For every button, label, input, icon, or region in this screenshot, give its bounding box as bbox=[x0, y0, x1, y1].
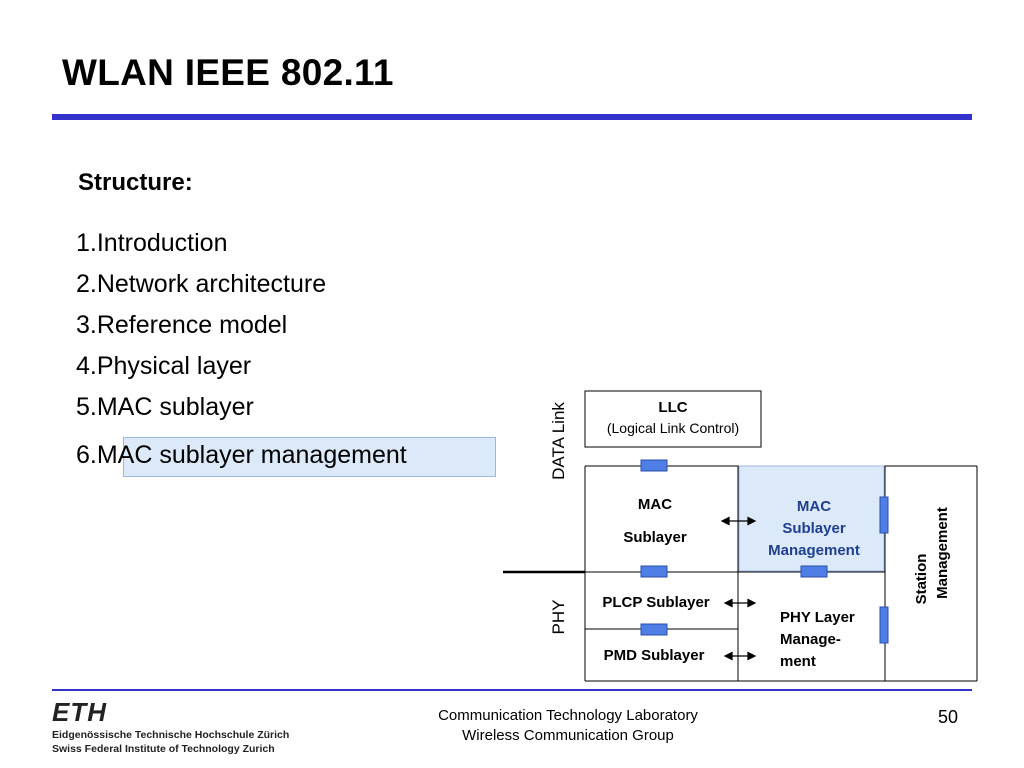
plcp-label: PLCP Sublayer bbox=[602, 594, 709, 611]
section-heading: Structure: bbox=[78, 169, 193, 196]
page-number: 50 bbox=[938, 707, 959, 727]
institution-name-english: Swiss Federal Institute of Technology Zu… bbox=[52, 743, 275, 755]
toc-item-introduction: 1.Introduction bbox=[76, 229, 228, 257]
reference-model-diagram: DATA Link PHY LLC (Logical Link Control)… bbox=[503, 390, 978, 682]
llc-subtitle: (Logical Link Control) bbox=[607, 420, 739, 436]
slide-title: WLAN IEEE 802.11 bbox=[62, 52, 394, 93]
eth-logo: ETH bbox=[52, 700, 107, 724]
arrow-mac-mgmt-left-head bbox=[720, 516, 730, 526]
arrow-plcp-mgmt-left-head bbox=[723, 598, 733, 608]
arrow-plcp-mgmt-right-head bbox=[747, 598, 757, 608]
llc-title: LLC bbox=[658, 399, 687, 416]
toc-item-label: 6.MAC sublayer management bbox=[76, 441, 407, 469]
footer-divider bbox=[52, 689, 972, 691]
toc-item-mac-sublayer-management: 6.MAC sublayer management bbox=[76, 437, 496, 477]
footer-group: Wireless Communication Group bbox=[462, 727, 674, 744]
sap-plcp-pmd bbox=[640, 623, 668, 636]
eth-logo-text: ETH bbox=[52, 700, 107, 724]
phy-label: PHY bbox=[549, 600, 568, 635]
mac-mgmt-line3: Management bbox=[768, 542, 860, 559]
sap-mac-mgmt-phy-mgmt bbox=[800, 565, 828, 578]
toc-item-mac-sublayer: 5.MAC sublayer bbox=[76, 393, 254, 421]
station-mgmt-line1: Station bbox=[913, 554, 930, 605]
sap-station-phy-mgmt bbox=[879, 606, 889, 644]
toc-item-network-architecture: 2.Network architecture bbox=[76, 270, 327, 298]
phy-mgmt-line2: Manage- bbox=[780, 631, 841, 648]
institution-name-german: Eidgenössische Technische Hochschule Zür… bbox=[52, 729, 290, 741]
arrow-pmd-mgmt-right-head bbox=[747, 651, 757, 661]
phy-mgmt-line1: PHY Layer bbox=[780, 609, 855, 626]
toc-item-physical-layer: 4.Physical layer bbox=[76, 352, 252, 380]
mac-management-box bbox=[738, 465, 885, 572]
arrow-mac-mgmt-right-head bbox=[747, 516, 757, 526]
mac-mgmt-line2: Sublayer bbox=[782, 520, 846, 537]
phy-mgmt-line3: ment bbox=[780, 653, 816, 670]
sap-mac-plcp bbox=[640, 565, 668, 578]
mac-mgmt-line1: MAC bbox=[797, 498, 831, 515]
llc-box bbox=[584, 390, 762, 448]
data-link-label: DATA Link bbox=[549, 402, 568, 480]
toc-item-reference-model: 3.Reference model bbox=[76, 311, 288, 339]
station-mgmt-line2: Management bbox=[934, 507, 951, 599]
footer-lab: Communication Technology Laboratory bbox=[438, 707, 698, 724]
mac-label: MAC bbox=[638, 496, 672, 513]
footer-lab-info: Communication Technology Laboratory Wire… bbox=[418, 706, 718, 746]
institution-name: Eidgenössische Technische Hochschule Zür… bbox=[52, 728, 289, 756]
mac-sublayer-label: Sublayer bbox=[623, 529, 687, 546]
pmd-label: PMD Sublayer bbox=[604, 647, 705, 664]
sap-station-mac-mgmt bbox=[879, 496, 889, 534]
arrow-pmd-mgmt-left-head bbox=[723, 651, 733, 661]
title-divider bbox=[52, 114, 972, 120]
sap-llc-mac bbox=[640, 459, 668, 472]
